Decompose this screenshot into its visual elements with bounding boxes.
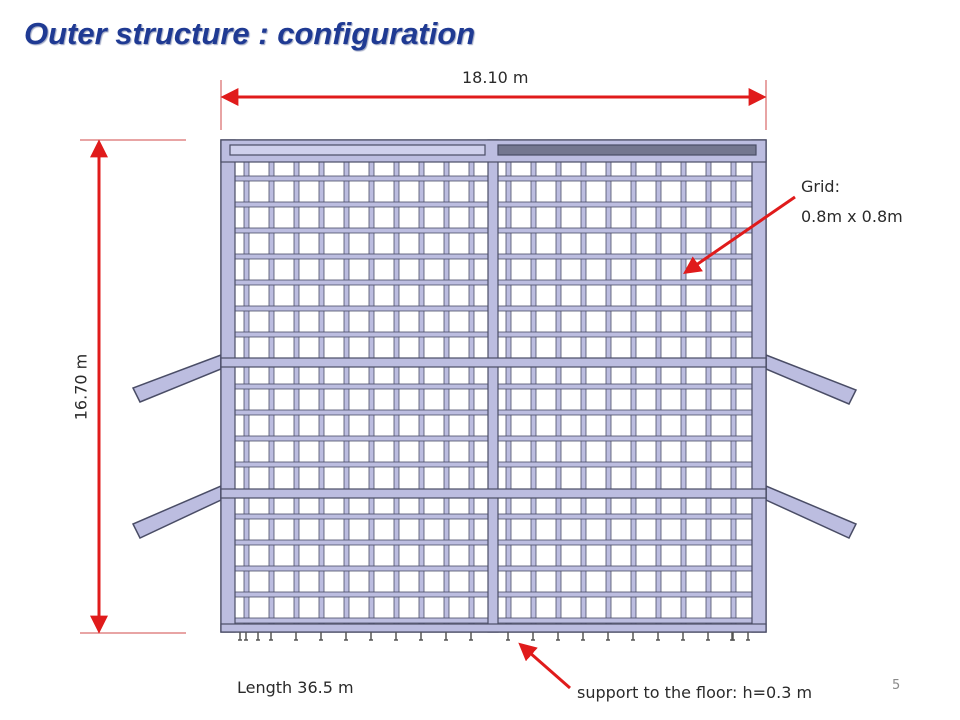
slide-title: Outer structure : configuration (24, 16, 476, 51)
grid-label-title: Grid: (801, 177, 840, 196)
width-label: 18.10 m (462, 68, 529, 87)
grid-label-size: 0.8m x 0.8m (801, 207, 903, 226)
frame-members (220, 139, 767, 633)
floor-supports (238, 632, 750, 641)
length-label: Length 36.5 m (237, 678, 354, 697)
page-number: 5 (892, 678, 901, 693)
support-callout-arrow (518, 642, 571, 690)
support-label: support to the floor: h=0.3 m (577, 683, 813, 702)
height-label: 16.70 m (71, 353, 91, 421)
grid-callout-arrow (683, 195, 796, 275)
